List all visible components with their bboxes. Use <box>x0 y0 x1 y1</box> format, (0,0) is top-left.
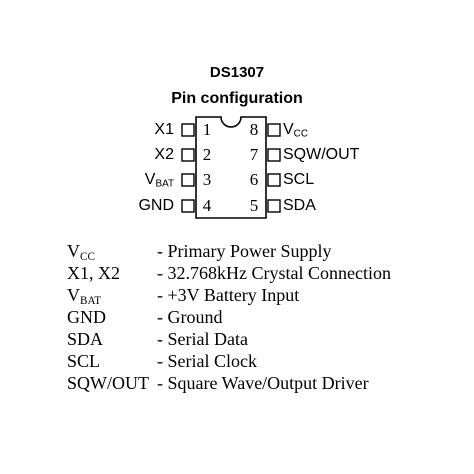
pin-6-pad <box>267 173 281 187</box>
pin-8-number: 8 <box>249 120 259 139</box>
legend-key: SQW/OUT <box>67 373 149 393</box>
legend-description: - 32.768kHz Crystal Connection <box>157 263 391 283</box>
ic-package-diagram <box>181 116 281 219</box>
pin-1-pad <box>181 123 195 137</box>
pin-3-pad <box>181 173 195 187</box>
pin-7-name: SQW/OUT <box>283 146 360 163</box>
pin-6-number: 6 <box>249 170 259 189</box>
pin-5-number: 5 <box>249 196 259 215</box>
legend-key: SCL <box>67 351 101 371</box>
pin-7-pad <box>267 148 281 162</box>
pin-4-number: 4 <box>202 196 212 215</box>
pin-8-name: VCC <box>283 121 308 140</box>
pin-8-pad <box>267 123 281 137</box>
pin-4-pad <box>181 199 195 213</box>
legend-description: - Primary Power Supply <box>157 241 332 261</box>
legend-key: VCC <box>67 241 95 263</box>
pin-5-name: SDA <box>283 197 316 214</box>
pin-6-name: SCL <box>283 171 315 188</box>
pin-2-name: X2 <box>154 146 174 163</box>
pin-2-pad <box>181 148 195 162</box>
pin-2-number: 2 <box>202 145 212 164</box>
pin-1-name: X1 <box>154 121 174 138</box>
legend-description: - Square Wave/Output Driver <box>157 373 369 393</box>
legend-description: - Ground <box>157 307 223 327</box>
legend-key: VBAT <box>67 285 102 307</box>
legend-description: - Serial Data <box>157 329 248 349</box>
legend-key: SDA <box>67 329 104 349</box>
pin-7-number: 7 <box>249 145 259 164</box>
legend-description: - Serial Clock <box>157 351 257 371</box>
diagram-subtitle: Pin configuration <box>171 90 303 107</box>
chip-title: DS1307 <box>209 64 265 81</box>
legend-key: GND <box>67 307 106 327</box>
pin-3-number: 3 <box>202 170 212 189</box>
pin-4-name: GND <box>138 197 174 214</box>
pin-5-pad <box>267 199 281 213</box>
pin-1-number: 1 <box>202 120 212 139</box>
legend-description: - +3V Battery Input <box>157 285 300 305</box>
legend-key: X1, X2 <box>67 263 120 283</box>
ic-body <box>195 116 267 219</box>
pin-3-name: VBAT <box>144 171 174 190</box>
